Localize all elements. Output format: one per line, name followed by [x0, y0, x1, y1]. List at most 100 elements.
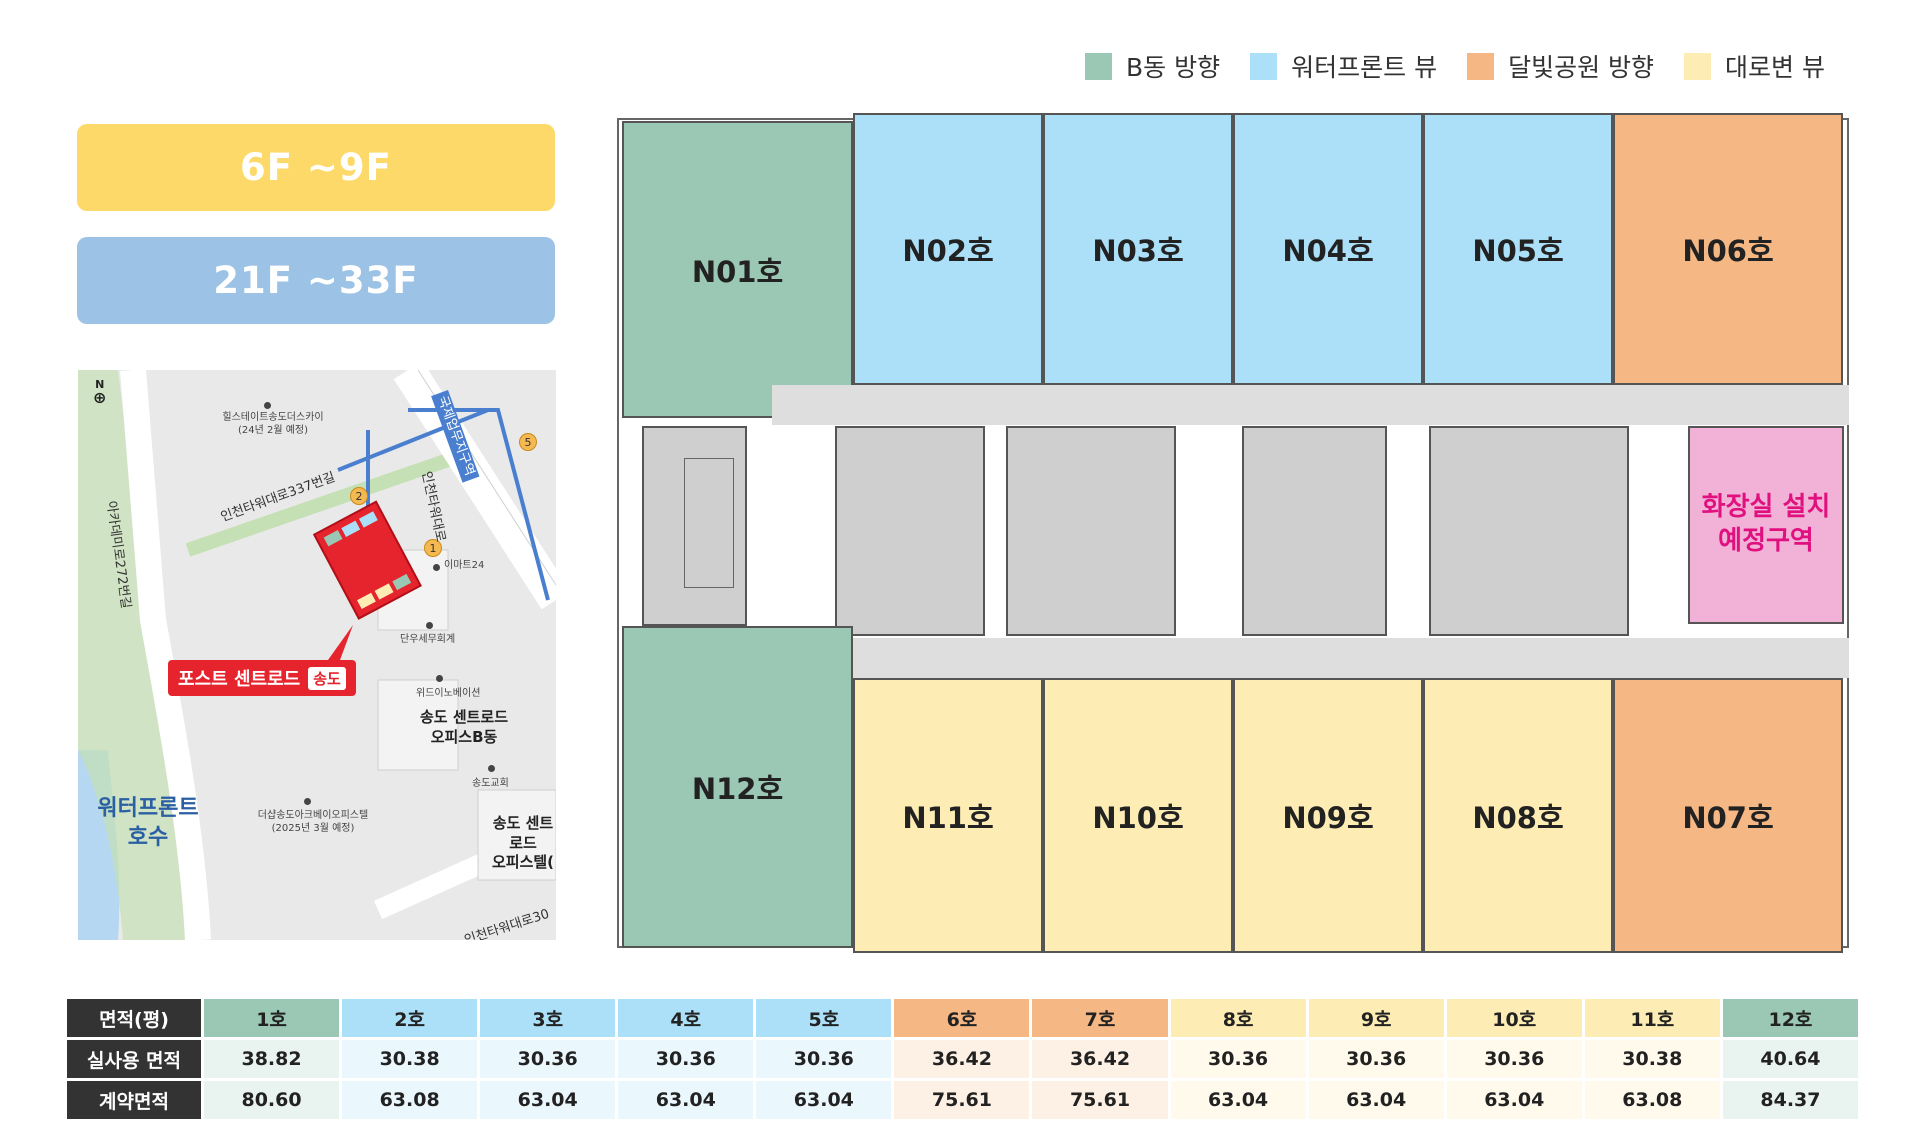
- table-row-label: 계약면적: [67, 1081, 201, 1119]
- unit-n11: N11호: [853, 678, 1043, 953]
- table-cell: 30.36: [756, 1040, 892, 1078]
- unit-label: N12호: [691, 772, 784, 806]
- compass: N ⊕: [93, 378, 107, 407]
- unit-label: N11호: [902, 800, 994, 835]
- table-row: 계약면적 80.60 63.08 63.04 63.04 63.04 75.61…: [67, 1081, 1858, 1119]
- map-label-widio: 위드이노베이션: [416, 688, 481, 699]
- area-table: 면적(평) 1호 2호 3호 4호 5호 6호 7호 8호 9호 10호 11호…: [64, 996, 1861, 1122]
- table-cell: 63.04: [1170, 1081, 1306, 1119]
- map-label-church: 송도교회: [472, 778, 509, 789]
- table-cell: 40.64: [1722, 1040, 1858, 1078]
- legend-item-park: 달빛공원 방향: [1467, 48, 1654, 84]
- unit-label: N03호: [1092, 234, 1184, 268]
- legend-item-waterfront: 워터프론트 뷰: [1250, 48, 1437, 84]
- map-callout: 포스트 센트로드 송도: [168, 660, 356, 696]
- legend-label: 워터프론트 뷰: [1291, 53, 1438, 82]
- unit-label: N04호: [1282, 234, 1374, 268]
- elevator-core-2: [1242, 426, 1387, 636]
- stair-icon: [684, 458, 734, 588]
- unit-n05: N05호: [1423, 113, 1613, 385]
- table-header-label: 면적(평): [67, 999, 201, 1037]
- table-cell: 30.36: [1170, 1040, 1306, 1078]
- table-col-header: 8호: [1170, 999, 1306, 1037]
- corridor-top: [772, 385, 1849, 425]
- table-cell: 30.36: [480, 1040, 616, 1078]
- table-col-header: 3호: [480, 999, 616, 1037]
- table-col-header: 7호: [1032, 999, 1168, 1037]
- table-col-header: 2호: [342, 999, 478, 1037]
- table-cell: 63.08: [1584, 1081, 1720, 1119]
- unit-n06: N06호: [1613, 113, 1843, 385]
- toilet-label: 화장실 설치 예정구역: [1701, 492, 1831, 556]
- unit-label: N09호: [1282, 800, 1374, 835]
- unit-n08: N08호: [1423, 678, 1613, 953]
- floor-plan: N01호 N02호 N03호 N04호 N05호 N06호 화장실 설치 예정구…: [617, 113, 1849, 953]
- elevator-core-1: [835, 426, 985, 636]
- table-cell: 30.38: [1584, 1040, 1720, 1078]
- map-label-lake: 워터프론트 호수: [97, 796, 199, 850]
- table-col-header: 5호: [756, 999, 892, 1037]
- map-callout-sub: 송도: [308, 666, 346, 690]
- table-cell: 30.36: [1446, 1040, 1582, 1078]
- legend-item-road: 대로변 뷰: [1684, 48, 1825, 84]
- unit-n03: N03호: [1043, 113, 1233, 385]
- compass-label: N: [95, 378, 105, 391]
- table-col-header: 10호: [1446, 999, 1582, 1037]
- map-roads: [78, 370, 556, 940]
- table-cell: 80.60: [204, 1081, 340, 1119]
- map-label-danwoo: 단우세무회계: [400, 634, 456, 645]
- map-marker-1: 1: [424, 539, 442, 557]
- table-cell: 75.61: [1032, 1081, 1168, 1119]
- table-cell: 63.08: [342, 1081, 478, 1119]
- map-poi-dot: [426, 622, 433, 629]
- stair-core-left: [642, 426, 747, 626]
- unit-label: N02호: [902, 234, 994, 268]
- table-cell: 84.37: [1722, 1081, 1858, 1119]
- table-cell: 36.42: [1032, 1040, 1168, 1078]
- table-header-row: 면적(평) 1호 2호 3호 4호 5호 6호 7호 8호 9호 10호 11호…: [67, 999, 1858, 1037]
- table-col-header: 1호: [204, 999, 340, 1037]
- map-label-hills: 힐스테이트송도더스카이 (24년 2월 예정): [222, 412, 324, 436]
- unit-label: N07호: [1682, 800, 1774, 835]
- table-cell: 63.04: [618, 1081, 754, 1119]
- table-cell: 63.04: [756, 1081, 892, 1119]
- legend-swatch: [1085, 52, 1113, 80]
- table-cell: 36.42: [894, 1040, 1030, 1078]
- unit-label: N06호: [1682, 234, 1774, 268]
- unit-n02: N02호: [853, 113, 1043, 385]
- unit-label: N08호: [1472, 800, 1564, 835]
- legend-label: 대로변 뷰: [1725, 53, 1825, 82]
- toilet-planned-area: 화장실 설치 예정구역: [1688, 426, 1844, 624]
- corridor-bottom: [853, 638, 1849, 678]
- elevator-core-3: [1429, 426, 1629, 636]
- table-cell: 30.36: [1308, 1040, 1444, 1078]
- map-label-office-b: 송도 센트로드 오피스B동: [420, 708, 509, 746]
- legend-swatch: [1467, 52, 1495, 80]
- table-cell: 38.82: [204, 1040, 340, 1078]
- table-col-header: 4호: [618, 999, 754, 1037]
- table-cell: 63.04: [480, 1081, 616, 1119]
- table-cell: 75.61: [894, 1081, 1030, 1119]
- location-map: N ⊕ 힐스테이트송도더스카이 (24년 2월 예정) 5 2 1 이마트24 …: [78, 370, 556, 940]
- map-label-officetel: 송도 센트로드 오피스텔(: [491, 814, 555, 871]
- compass-icon: ⊕: [93, 388, 107, 407]
- legend-swatch: [1684, 52, 1712, 80]
- map-label-emart: 이마트24: [444, 560, 485, 571]
- table-cell: 30.36: [618, 1040, 754, 1078]
- map-poi-dot: [436, 675, 443, 682]
- restroom-core: [1006, 426, 1176, 636]
- map-marker-5: 5: [519, 433, 537, 451]
- unit-label: N05호: [1472, 234, 1564, 268]
- floor-badge-6-9: 6F ~9F: [77, 124, 555, 211]
- unit-n01: N01호: [622, 121, 853, 418]
- map-poi-dot: [264, 402, 271, 409]
- map-poi-dot: [488, 765, 495, 772]
- floor-badge-21-33: 21F ~33F: [77, 237, 555, 324]
- unit-n07: N07호: [1613, 678, 1843, 953]
- unit-label: N10호: [1092, 800, 1184, 835]
- map-poi-dot: [304, 798, 311, 805]
- map-marker-2: 2: [350, 487, 368, 505]
- legend-label: B동 방향: [1126, 53, 1221, 82]
- table-row: 실사용 면적 38.82 30.38 30.36 30.36 30.36 36.…: [67, 1040, 1858, 1078]
- legend: B동 방향 워터프론트 뷰 달빛공원 방향 대로변 뷰: [1085, 48, 1825, 84]
